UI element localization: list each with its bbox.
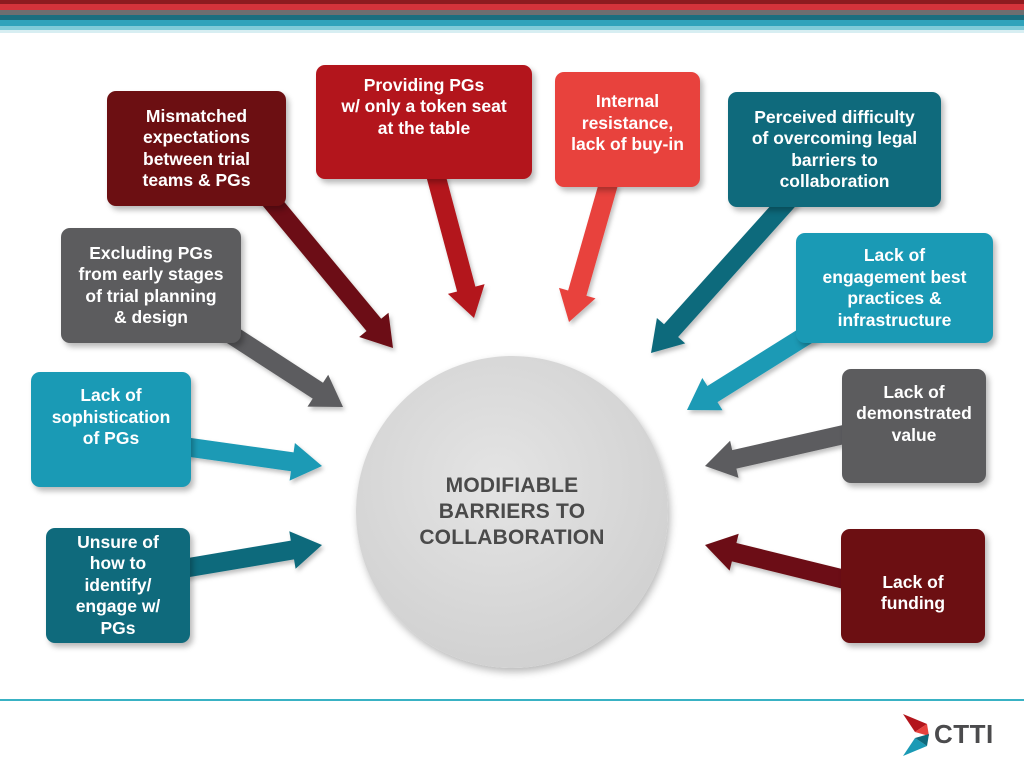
stripe-teal	[0, 20, 1024, 26]
barrier-text-mismatched: Mismatched expectations between trial te…	[142, 105, 251, 191]
barrier-text-unsure: Unsure of how to identify/ engage w/ PGs	[75, 531, 161, 638]
stripe-red	[0, 4, 1024, 10]
central-hub-circle: MODIFIABLE BARRIERS TO COLLABORATION	[356, 356, 668, 668]
arrow-internal	[559, 179, 619, 322]
barrier-text-excluding: Excluding PGs from early stages of trial…	[78, 242, 224, 328]
logo-shape-4	[915, 734, 929, 746]
barrier-text-funding: Lack of funding	[880, 571, 946, 614]
barrier-box-mismatched: Mismatched expectations between trial te…	[107, 91, 286, 206]
barrier-text-legal: Perceived difficulty of overcoming legal…	[751, 106, 918, 192]
logo-shape-3	[903, 738, 927, 756]
barrier-box-token-seat: Providing PGs w/ only a token seat at th…	[316, 65, 532, 179]
logo-shape-1	[903, 714, 927, 732]
barrier-box-funding: Lack of funding	[841, 529, 985, 643]
ctti-logo-mark-icon	[903, 714, 929, 756]
arrow-excluding	[206, 314, 343, 407]
arrow-legal	[651, 189, 800, 353]
barrier-text-demonstrated: Lack of demonstrated value	[856, 381, 972, 445]
stripe-dark-teal	[0, 15, 1024, 20]
barrier-box-legal: Perceived difficulty of overcoming legal…	[728, 92, 941, 207]
barrier-box-excluding: Excluding PGs from early stages of trial…	[61, 228, 241, 343]
barrier-text-engagement: Lack of engagement best practices & infr…	[822, 245, 967, 330]
arrow-engagement	[687, 314, 831, 411]
barrier-box-sophistication: Lack of sophistication of PGs	[31, 372, 191, 487]
arrow-token-seat	[426, 173, 485, 318]
barrier-box-unsure: Unsure of how to identify/ engage w/ PGs	[46, 528, 190, 643]
stripe-gray	[0, 10, 1024, 15]
barrier-box-engagement: Lack of engagement best practices & infr…	[796, 233, 993, 343]
ctti-logo-text: CTTI	[934, 719, 994, 749]
arrow-demonstrated	[705, 422, 858, 478]
barrier-box-demonstrated: Lack of demonstrated value	[842, 369, 986, 483]
header-stripes	[0, 0, 1024, 40]
logo-shape-2	[915, 724, 929, 736]
stripe-maroon	[0, 0, 1024, 4]
barrier-box-internal: Internal resistance, lack of buy-in	[555, 72, 700, 187]
arrow-unsure	[178, 531, 322, 579]
barrier-text-internal: Internal resistance, lack of buy-in	[571, 91, 684, 155]
hub-label: MODIFIABLE BARRIERS TO COLLABORATION	[419, 474, 605, 549]
barrier-text-token-seat: Providing PGs w/ only a token seat at th…	[341, 74, 507, 138]
arrow-funding	[705, 533, 858, 592]
stripe-pale	[0, 30, 1024, 33]
footer-divider	[0, 699, 1024, 701]
arrow-sophistication	[178, 436, 322, 481]
stripe-light-teal	[0, 26, 1024, 30]
barrier-text-sophistication: Lack of sophistication of PGs	[51, 385, 171, 449]
arrow-mismatched	[254, 183, 393, 348]
